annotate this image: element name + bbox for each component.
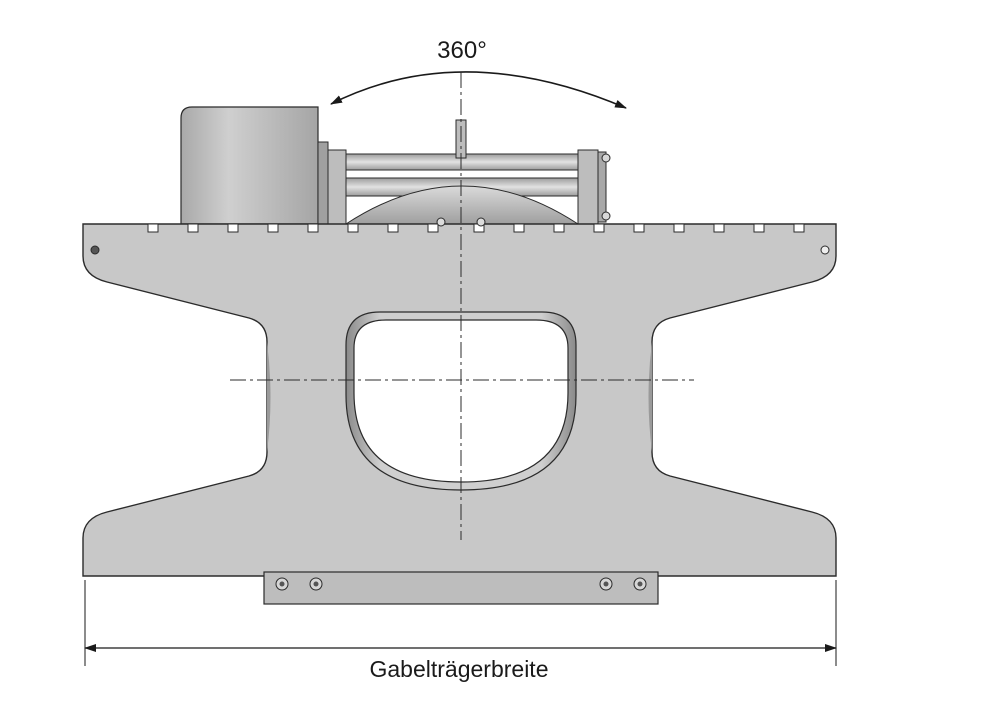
- width-dimension-label: Gabelträgerbreite: [369, 656, 549, 682]
- hole-left: [90, 245, 100, 255]
- drive-housing: [344, 149, 611, 225]
- hole-center-right: [476, 217, 486, 227]
- hole-center-left: [436, 217, 446, 227]
- rotation-arc: [330, 71, 627, 109]
- rotation-label: 360°: [437, 37, 487, 64]
- right-waist-shading: [648, 342, 652, 452]
- hole-right: [820, 245, 830, 255]
- motor: [180, 106, 347, 225]
- top-slots: [147, 223, 805, 233]
- mounting-bar: [263, 571, 659, 605]
- left-waist-shading: [267, 342, 271, 452]
